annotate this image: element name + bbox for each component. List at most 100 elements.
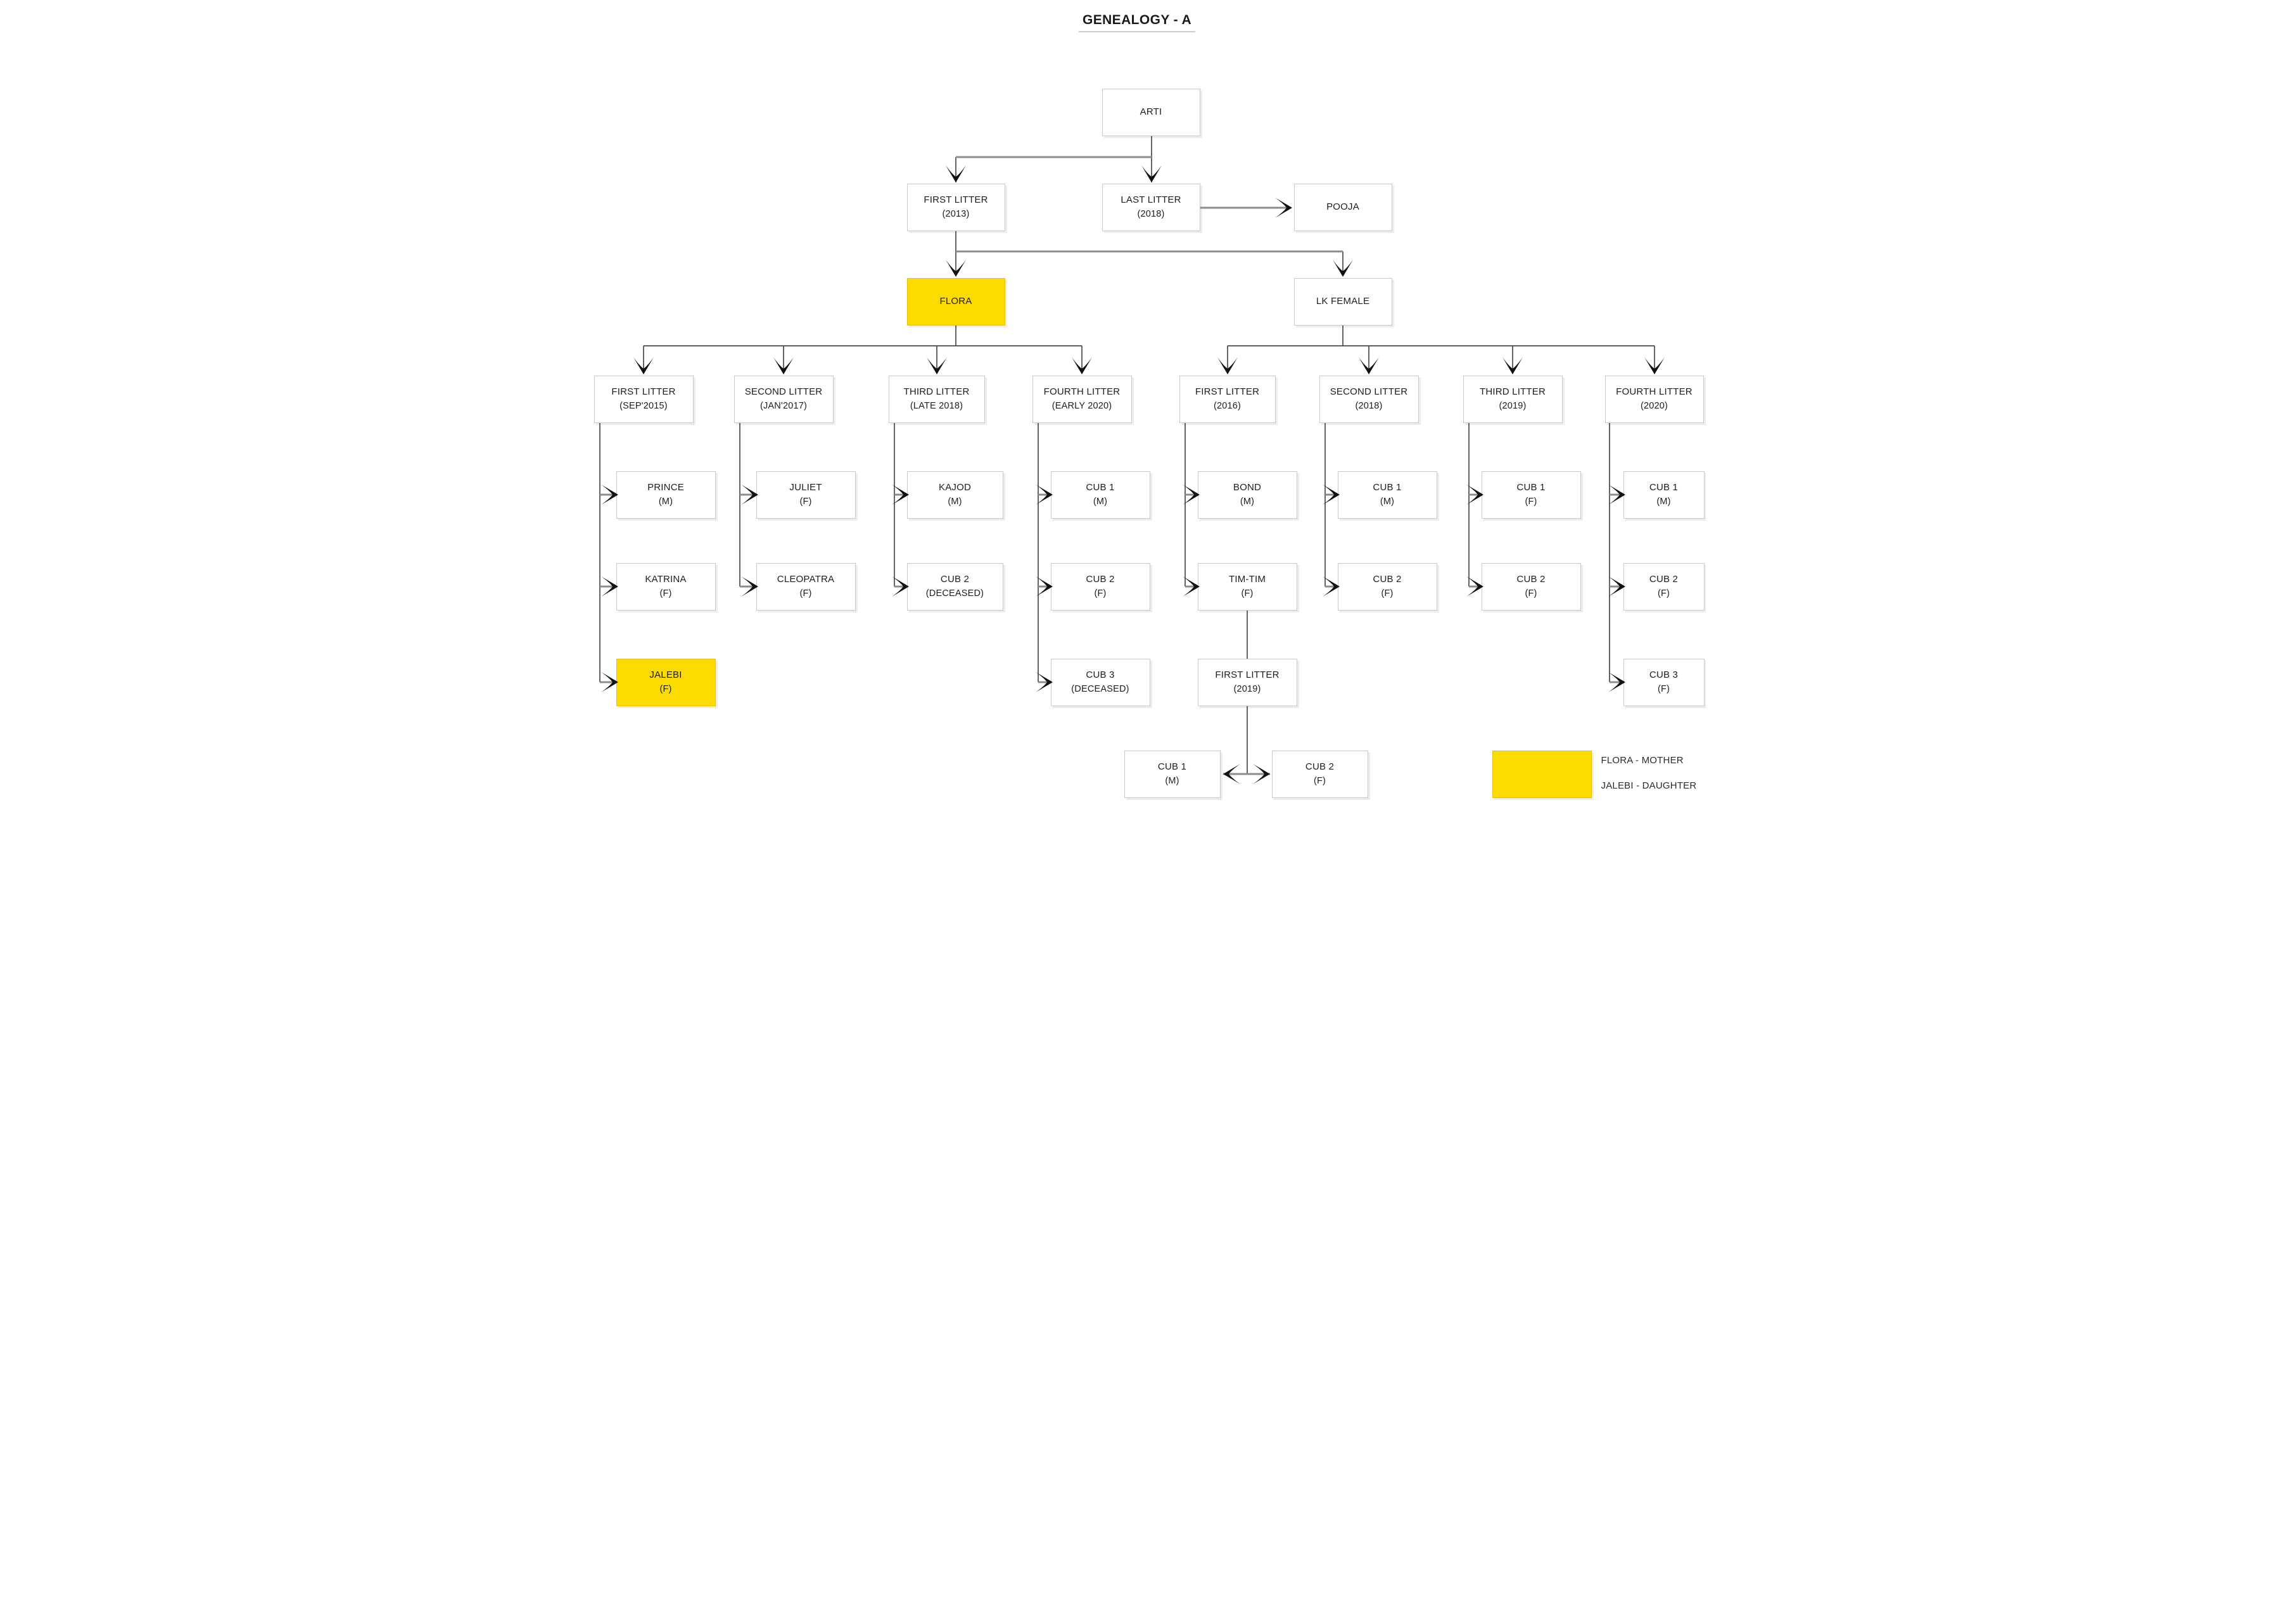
node-flora-l4-cub2: CUB 2(F) [1050,563,1150,611]
node-flora-litter3: THIRD LITTER (LATE 2018) [888,376,985,423]
node-label: KATRINA [645,574,687,585]
node-label: LAST LITTER [1121,194,1181,206]
node-sub: (M) [1656,496,1671,507]
node-prince: PRINCE(M) [616,471,716,519]
node-pooja: POOJA [1293,184,1392,231]
node-first-litter-2013: FIRST LITTER(2013) [906,184,1005,231]
node-label: FIRST LITTER [1215,669,1280,681]
node-sub: (M) [1240,496,1255,507]
node-sub: (F) [1241,588,1254,599]
node-label: CUB 1 [1649,482,1679,493]
node-katrina: KATRINA (F) [616,563,716,611]
node-last-litter-2018: LAST LITTER(2018) [1102,184,1200,231]
node-sub: (2019) [1499,400,1527,411]
node-sub: (M) [1093,496,1108,507]
genealogy-canvas: GENEALOGY - A ARTI FIRST LITTER(2013) LA… [568,0,1706,812]
arrow-right-icon [1608,485,1625,505]
arrow-down-icon [926,357,947,374]
node-sub: (2019) [1233,683,1261,694]
node-label: LK FEMALE [1316,296,1370,307]
arrow-right-icon [1274,198,1292,218]
node-label: FLORA [939,296,972,307]
node-label: THIRD LITTER [903,386,970,398]
node-timtim-cub2: CUB 2(F) [1271,751,1368,798]
arrow-right-icon [1035,672,1053,692]
node-label: CUB 3 [1086,669,1115,681]
node-label: CUB 2 [940,574,970,585]
arrow-down-icon [1502,357,1523,374]
node-label: CLEOPATRA [777,574,835,585]
node-lk-l3-cub2: CUB 2 (F) [1481,563,1581,611]
node-label: FIRST LITTER [924,194,988,206]
node-sub: (DECEASED) [925,588,984,599]
arrow-right-icon [891,576,909,597]
arrow-right-icon [1252,764,1270,784]
arrow-right-icon [1035,485,1053,505]
node-flora-litter2: SECOND LITTER (JAN'2017) [734,376,834,423]
node-bond: BOND(M) [1197,471,1297,519]
arrow-right-icon [1608,672,1625,692]
node-sub: (DECEASED) [1071,683,1129,694]
arrow-right-icon [740,485,758,505]
node-label: CUB 1 [1157,761,1187,773]
node-label: CUB 3 [1649,669,1679,681]
node-label: CUB 2 [1516,574,1546,585]
node-lk-female: LK FEMALE [1293,278,1392,326]
node-arti: ARTI [1102,89,1200,136]
node-sub: (F) [1525,588,1537,599]
node-sub: (2016) [1213,400,1242,411]
node-label: SECOND LITTER [744,386,823,398]
node-label: PRINCE [647,482,684,493]
arrow-right-icon [1466,485,1483,505]
node-sub: (2018) [1355,400,1383,411]
node-timtim-cub1: CUB 1 (M) [1124,751,1221,798]
arrow-right-icon [740,576,758,597]
node-label: TIM-TIM [1228,574,1266,585]
node-flora-l3-cub2: CUB 2 (DECEASED) [906,563,1003,611]
legend-swatch [1492,751,1592,798]
node-flora-l4-cub1: CUB 1 (M) [1050,471,1150,519]
arrow-down-icon [1358,357,1379,374]
node-flora-litter1: FIRST LITTER(SEP'2015) [594,376,694,423]
node-label: CUB 2 [1373,574,1402,585]
node-label: FOURTH LITTER [1616,386,1693,398]
node-sub: (F) [1525,496,1537,507]
node-label: JALEBI [649,669,682,681]
arrow-right-icon [1322,576,1340,597]
arrow-right-icon [600,672,618,692]
node-juliet: JULIET(F) [756,471,856,519]
node-lk-litter1: FIRST LITTER(2016) [1179,376,1276,423]
node-label: CUB 2 [1086,574,1115,585]
node-tim-tim: TIM-TIM (F) [1197,563,1297,611]
arrow-right-icon [600,485,618,505]
node-lk-litter4: FOURTH LITTER(2020) [1604,376,1704,423]
node-sub: (F) [659,683,672,694]
node-sub: (JAN'2017) [759,400,808,411]
arrow-down-icon [773,357,794,374]
arrow-right-icon [1182,485,1200,505]
node-kajod: KAJOD(M) [906,471,1003,519]
arrow-right-icon [891,485,909,505]
node-sub: (F) [659,588,672,599]
node-label: SECOND LITTER [1330,386,1408,398]
node-sub: (F) [1313,775,1326,786]
node-sub: (LATE 2018) [910,400,963,411]
node-label: THIRD LITTER [1479,386,1546,398]
node-sub: (SEP'2015) [619,400,668,411]
arrow-right-icon [1182,576,1200,597]
node-cleopatra: CLEOPATRA(F) [756,563,856,611]
node-sub: (EARLY 2020) [1051,400,1112,411]
node-lk-l2-cub1: CUB 1(M) [1337,471,1437,519]
node-sub: (M) [1165,775,1179,786]
arrow-right-icon [1608,576,1625,597]
arrow-down-icon [1071,357,1092,374]
node-label: CUB 1 [1086,482,1115,493]
arrow-down-icon [1141,165,1162,182]
node-label: CUB 1 [1516,482,1546,493]
node-sub: (M) [948,496,962,507]
diagram-title: GENEALOGY - A [1078,13,1196,32]
arrow-left-icon [1223,764,1240,784]
arrow-right-icon [1466,576,1483,597]
node-lk-l2-cub2: CUB 2(F) [1337,563,1437,611]
node-lk-litter2: SECOND LITTER (2018) [1319,376,1419,423]
